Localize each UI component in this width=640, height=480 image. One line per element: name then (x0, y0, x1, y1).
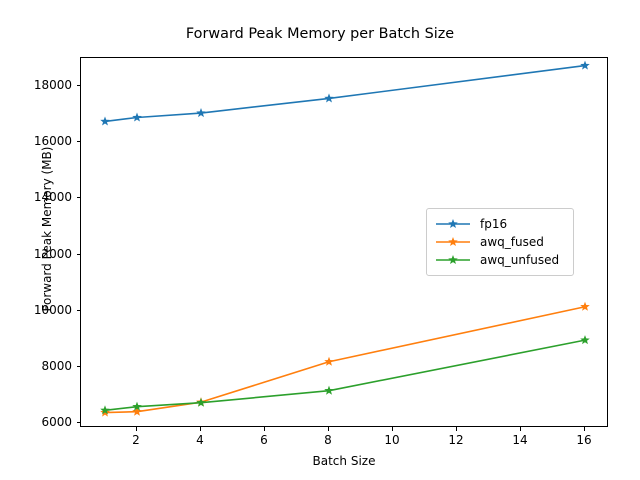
x-tick-label: 16 (576, 433, 592, 447)
y-tick-mark (76, 85, 80, 87)
data-point-marker (132, 112, 142, 122)
legend-swatch-awq-fused (436, 237, 470, 247)
legend-label-fp16: fp16 (480, 217, 508, 231)
y-axis-tick-labels: 6000 8000 10000 12000 14000 16000 18000 (0, 0, 72, 480)
data-point-marker (100, 116, 110, 126)
y-tick-label: 14000 (33, 190, 72, 205)
data-point-marker (580, 301, 590, 311)
y-tick-mark (76, 421, 80, 423)
x-tick-mark (520, 427, 521, 431)
x-tick-label: 8 (324, 433, 332, 447)
legend-item-fp16[interactable]: fp16 (435, 215, 565, 233)
y-tick-mark (76, 197, 80, 199)
legend-swatch-fp16 (436, 219, 470, 229)
data-point-marker (580, 60, 590, 70)
series-line (104, 64, 586, 123)
y-tick-label: 6000 (41, 414, 72, 429)
data-point-marker (100, 405, 110, 415)
data-point-marker (196, 108, 206, 118)
x-axis-label: Batch Size (312, 454, 376, 468)
y-tick-mark (76, 365, 80, 367)
chart-title: Forward Peak Memory per Batch Size (185, 26, 455, 42)
legend-item-awq-unfused[interactable]: awq_unfused (435, 251, 565, 269)
x-tick-mark (136, 427, 137, 431)
y-tick-label: 12000 (33, 246, 72, 261)
data-point-marker (196, 397, 206, 407)
x-tick-label: 2 (132, 433, 140, 447)
data-point-marker (324, 93, 334, 103)
legend-item-awq-fused[interactable]: awq_fused (435, 233, 565, 251)
data-point-marker (132, 401, 142, 411)
series-fp16 (100, 60, 590, 126)
x-tick-label: 12 (448, 433, 464, 447)
chart-legend[interactable]: fp16 awq_fused awq_unfused (426, 208, 574, 276)
x-tick-mark (264, 427, 265, 431)
data-point-marker (580, 335, 590, 345)
data-point-marker (324, 356, 334, 366)
series-awq-fused (100, 301, 590, 417)
y-tick-mark (76, 309, 80, 311)
plot-lines (100, 60, 590, 417)
series-line (104, 305, 586, 414)
plot-area (80, 57, 608, 427)
x-tick-mark (584, 427, 585, 431)
x-tick-label: 10 (384, 433, 400, 447)
x-tick-mark (456, 427, 457, 431)
data-point-marker (324, 385, 334, 395)
legend-swatch-awq-unfused (436, 255, 470, 265)
legend-label-awq-unfused: awq_unfused (480, 253, 560, 267)
y-tick-label: 10000 (33, 302, 72, 317)
series-awq-unfused (100, 335, 590, 415)
y-tick-label: 18000 (33, 78, 72, 93)
x-tick-mark (328, 427, 329, 431)
y-axis-label: Forward Peak Memory (MB) (40, 146, 54, 312)
y-tick-label: 8000 (41, 358, 72, 373)
y-tick-mark (76, 141, 80, 143)
x-tick-mark (200, 427, 201, 431)
y-tick-label: 16000 (33, 134, 72, 149)
series-line (104, 339, 586, 412)
x-tick-mark (392, 427, 393, 431)
y-tick-mark (76, 253, 80, 255)
data-point-marker (132, 406, 142, 416)
x-tick-label: 4 (196, 433, 204, 447)
x-tick-label: 6 (260, 433, 268, 447)
x-tick-label: 14 (512, 433, 528, 447)
legend-label-awq-fused: awq_fused (480, 235, 544, 249)
